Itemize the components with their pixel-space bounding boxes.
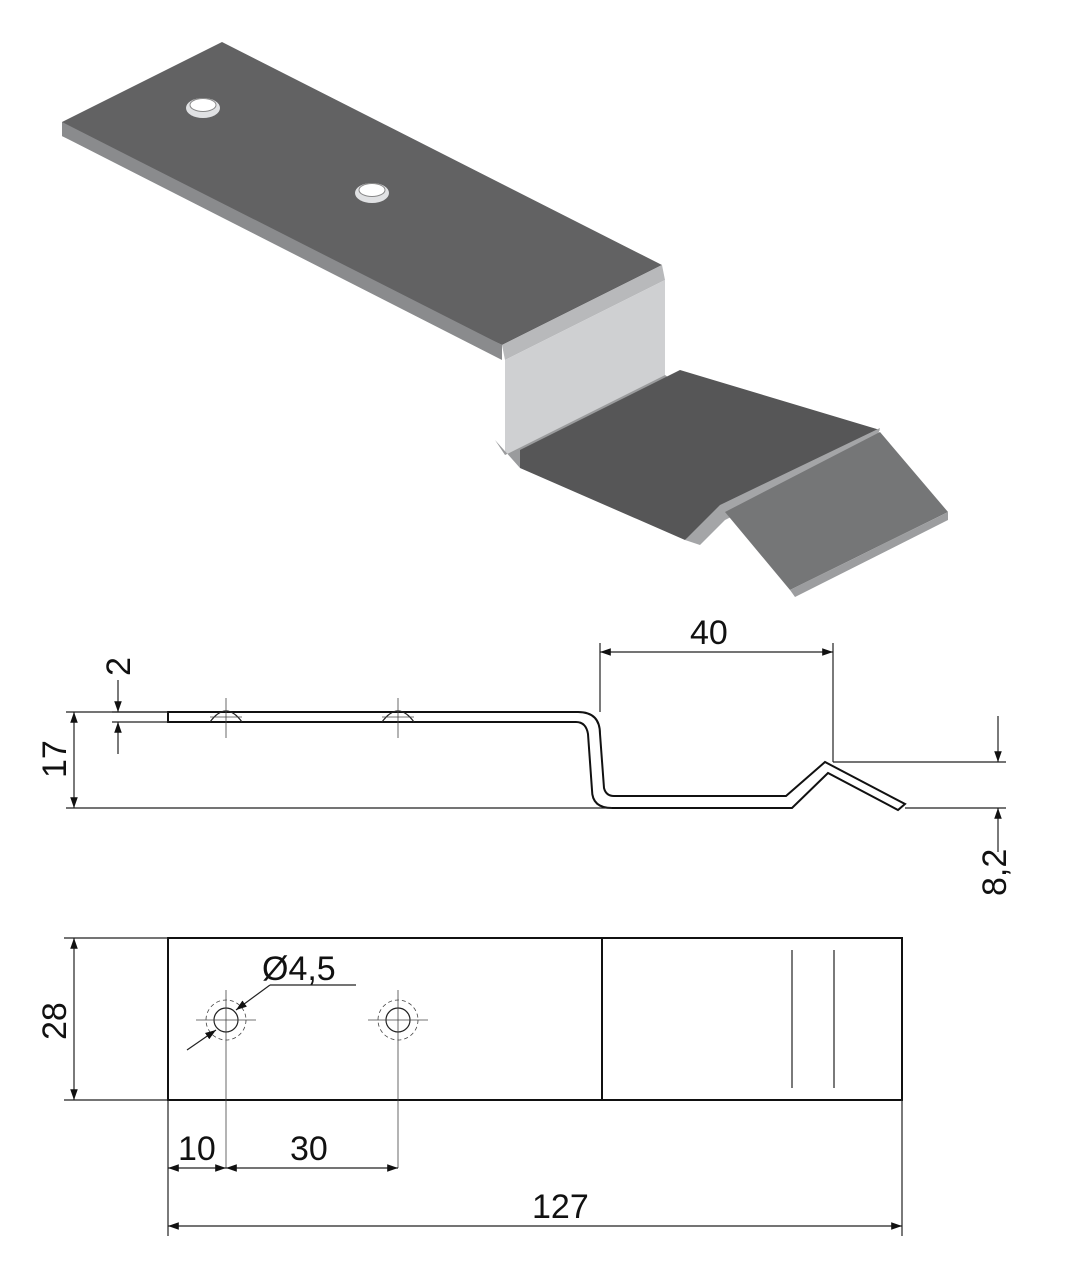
hole-top-view <box>196 990 256 1168</box>
vertical-web <box>505 280 665 455</box>
dim-total-127: 127 <box>532 1188 589 1226</box>
hole-3d <box>186 98 220 118</box>
top-view: Ø4,5 28 10 30 127 <box>36 937 903 1236</box>
lower-plate <box>520 370 880 540</box>
end-tab <box>725 432 948 590</box>
hole-marker-side <box>209 698 243 738</box>
end-tab-edge <box>790 512 948 597</box>
hole-top-view <box>368 990 428 1168</box>
top-plate-edge <box>62 122 502 360</box>
side-view: 2 17 40 8,2 <box>36 614 1014 896</box>
hole-3d <box>355 183 389 203</box>
top-view-outline <box>167 937 903 1101</box>
hole-marker-side <box>381 698 415 738</box>
dim-offset-10: 10 <box>178 1130 216 1168</box>
dim-hole-diameter: Ø4,5 <box>262 950 336 988</box>
dim-width-28: 28 <box>36 1002 74 1040</box>
dim-length-40: 40 <box>690 614 728 652</box>
dim-height-8-2: 8,2 <box>976 849 1014 896</box>
upper-bend <box>502 265 665 360</box>
dim-thickness: 2 <box>100 657 138 676</box>
bracket-3d-view <box>62 42 948 597</box>
dim-spacing-30: 30 <box>290 1130 328 1168</box>
side-profile <box>167 711 907 812</box>
dim-height-17: 17 <box>36 740 74 778</box>
